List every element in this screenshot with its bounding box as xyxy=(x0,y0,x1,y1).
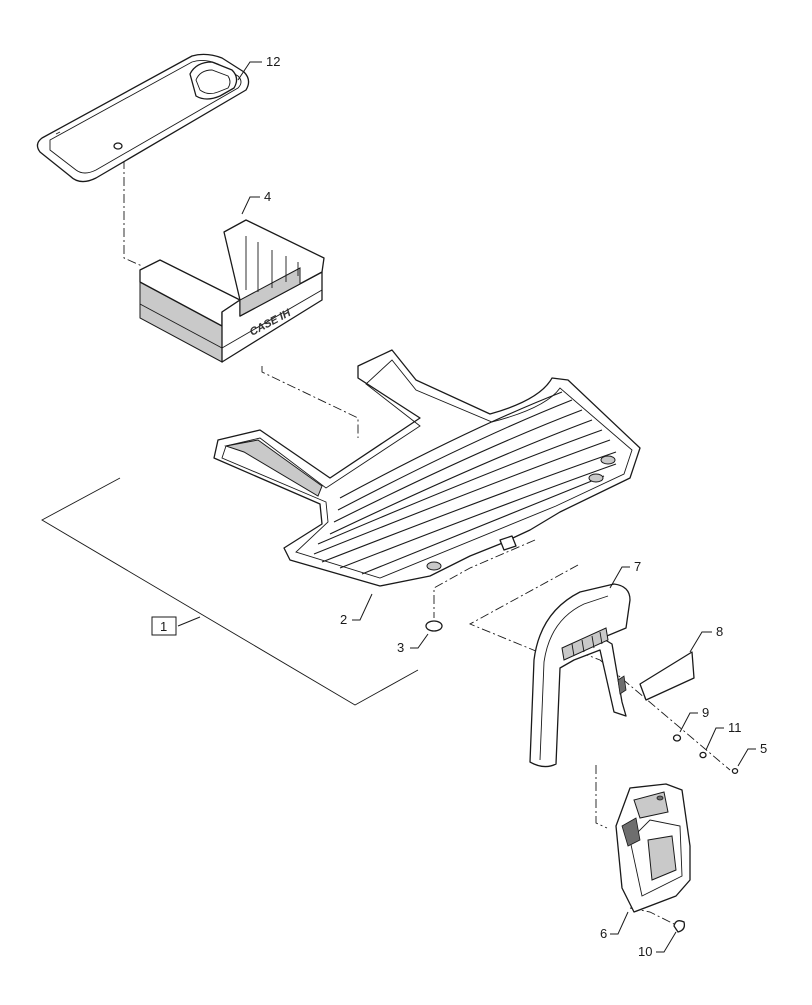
roof-panel-part xyxy=(36,53,250,183)
callout-10: 10 xyxy=(638,944,652,959)
seat-base-part: CASE IH xyxy=(139,219,325,363)
callout-2: 2 xyxy=(340,612,347,627)
callout-12: 12 xyxy=(266,54,280,69)
callout-11: 11 xyxy=(728,720,742,735)
callout-6: 6 xyxy=(600,926,607,941)
callout-9: 9 xyxy=(702,705,709,720)
callout-5: 5 xyxy=(760,741,767,756)
callout-4: 4 xyxy=(264,189,271,204)
plate-part xyxy=(639,651,695,701)
callout-labels: 1 2 3 4 5 6 7 8 9 10 11 12 xyxy=(151,54,767,959)
callout-3: 3 xyxy=(397,640,404,655)
plug-part xyxy=(425,620,443,632)
leader-lines xyxy=(237,61,756,953)
floor-mat-part xyxy=(213,349,641,587)
callout-1-box xyxy=(151,616,177,636)
callout-1: 1 xyxy=(160,619,167,634)
callout-8: 8 xyxy=(716,624,723,639)
pillar-trim-part xyxy=(529,583,631,768)
kit-bracket xyxy=(41,477,419,706)
lower-trim-panel-part xyxy=(615,783,691,913)
callout-7: 7 xyxy=(634,559,641,574)
hardware-parts xyxy=(672,734,739,775)
clip-part xyxy=(673,920,686,933)
